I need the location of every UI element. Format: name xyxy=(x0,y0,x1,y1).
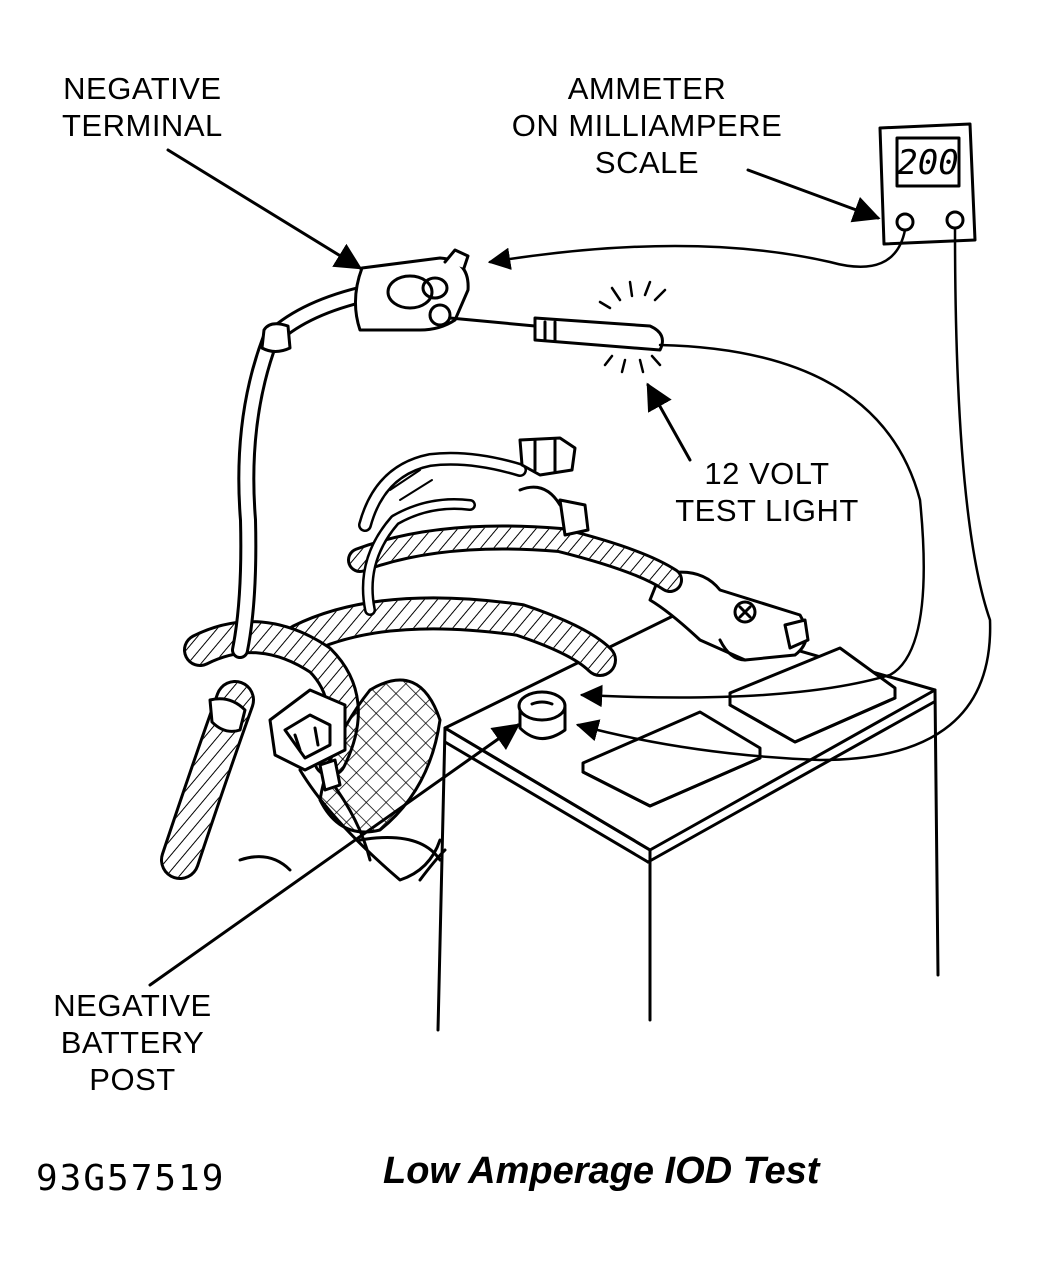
label-line: BATTERY xyxy=(60,1025,205,1060)
label-negative-terminal: NEGATIVE TERMINAL xyxy=(62,70,223,144)
figure-code: 93G57519 xyxy=(36,1158,226,1199)
label-line: 12 VOLT xyxy=(704,456,830,491)
ammeter xyxy=(878,122,977,246)
label-line: NEGATIVE xyxy=(63,71,222,106)
ammeter-display: 200 xyxy=(897,143,958,183)
label-ammeter: AMMETER ON MILLIAMPERE SCALE xyxy=(502,70,792,181)
battery xyxy=(436,613,940,1032)
negative-battery-post xyxy=(517,690,567,740)
label-line: SCALE xyxy=(594,145,700,180)
test-leads xyxy=(487,226,992,762)
label-negative-battery-post: NEGATIVE BATTERY POST xyxy=(40,987,225,1098)
negative-terminal-clamp xyxy=(353,248,470,332)
callout-arrows xyxy=(148,148,881,987)
label-line: POST xyxy=(89,1062,176,1097)
label-line: NEGATIVE xyxy=(53,988,212,1023)
positive-terminal-clamp xyxy=(648,570,810,662)
wiring-harness xyxy=(160,436,683,882)
test-light xyxy=(448,280,667,374)
negative-cable xyxy=(231,286,369,659)
label-test-light: 12 VOLT TEST LIGHT xyxy=(672,455,862,529)
figure-title: Low Amperage IOD Test xyxy=(383,1150,820,1192)
label-line: ON MILLIAMPERE xyxy=(511,108,783,143)
label-line: TEST LIGHT xyxy=(675,493,859,528)
label-line: TERMINAL xyxy=(62,108,223,143)
label-line: AMMETER xyxy=(567,71,727,106)
